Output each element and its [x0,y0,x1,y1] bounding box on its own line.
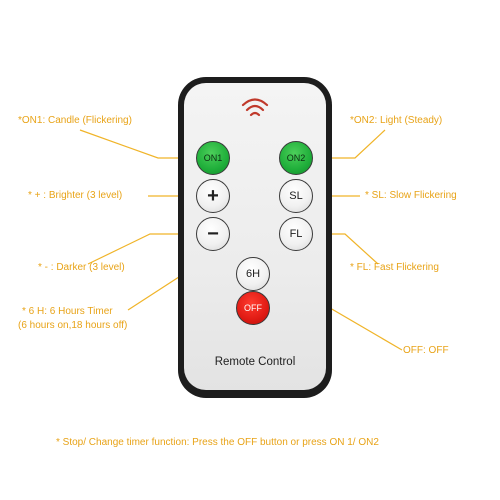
fl-button-label: FL [289,228,303,240]
slow-flicker-button[interactable]: SL [279,179,313,213]
footnote: * Stop/ Change timer function: Press the… [56,437,379,448]
timer-6h-button[interactable]: 6H [236,257,270,291]
label-on1: *ON1: Candle (Flickering) [18,115,132,126]
label-off: OFF: OFF [403,345,449,356]
infrared-signal-icon [241,98,269,117]
minus-icon: − [207,223,219,245]
label-darker: * - : Darker (3 level) [38,262,125,273]
label-timer-detail: (6 hours on,18 hours off) [18,320,128,331]
brighter-button[interactable]: + [196,179,230,213]
leader-on1 [79,129,193,159]
darker-button[interactable]: − [196,217,230,251]
remote-title: Remote Control [214,356,296,368]
on1-button[interactable]: ON1 [196,141,230,175]
remote-control: ON1 ON2 + SL − FL 6H OFF Remote Control [178,77,332,398]
label-timer: * 6 H: 6 Hours Timer [22,306,113,317]
label-brighter: * + : Brighter (3 level) [28,190,123,201]
label-sl: * SL: Slow Flickering [365,190,457,201]
plus-icon: + [207,185,219,207]
six-h-button-label: 6H [245,268,261,280]
on2-button-label: ON2 [286,153,306,163]
off-button[interactable]: OFF [236,291,270,325]
label-on2: *ON2: Light (Steady) [350,115,443,126]
fast-flicker-button[interactable]: FL [279,217,313,251]
off-button-label: OFF [244,303,262,313]
on2-button[interactable]: ON2 [279,141,313,175]
label-fl: * FL: Fast Flickering [350,262,439,273]
sl-button-label: SL [289,190,303,202]
on1-button-label: ON1 [203,153,223,163]
